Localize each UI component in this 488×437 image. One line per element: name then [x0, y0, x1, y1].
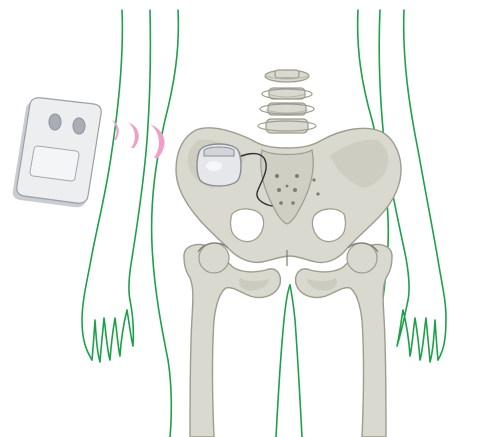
left-inner-leg — [276, 285, 290, 437]
ipg-header — [204, 147, 234, 156]
remote-controller-icon — [13, 98, 101, 207]
remote-button-left — [49, 114, 61, 130]
vertebra-s1 — [258, 119, 316, 133]
left-hand — [92, 300, 133, 362]
right-arm-outer — [404, 10, 446, 360]
wireless-signal-icon — [112, 120, 165, 158]
signal-wave-2 — [128, 122, 139, 148]
ipg-highlight — [206, 161, 222, 171]
remote-display — [30, 146, 79, 181]
remote-button-right — [73, 118, 85, 134]
left-arm-inner — [129, 10, 150, 300]
vertebra-l5 — [260, 103, 314, 115]
right-inner-leg — [290, 285, 302, 437]
left-femur — [184, 244, 280, 437]
right-hand — [397, 300, 438, 362]
femurs — [184, 243, 392, 437]
obturator-foramen-left — [231, 209, 264, 242]
right-femur — [296, 244, 392, 437]
vertebra-l3 — [265, 70, 309, 82]
vertebra-l4 — [262, 88, 312, 99]
right-femoral-head — [347, 243, 377, 273]
left-femoral-head — [199, 243, 229, 273]
left-torso — [152, 10, 179, 437]
obturator-foramen-right — [312, 209, 345, 242]
lumbar-spine — [258, 70, 316, 133]
